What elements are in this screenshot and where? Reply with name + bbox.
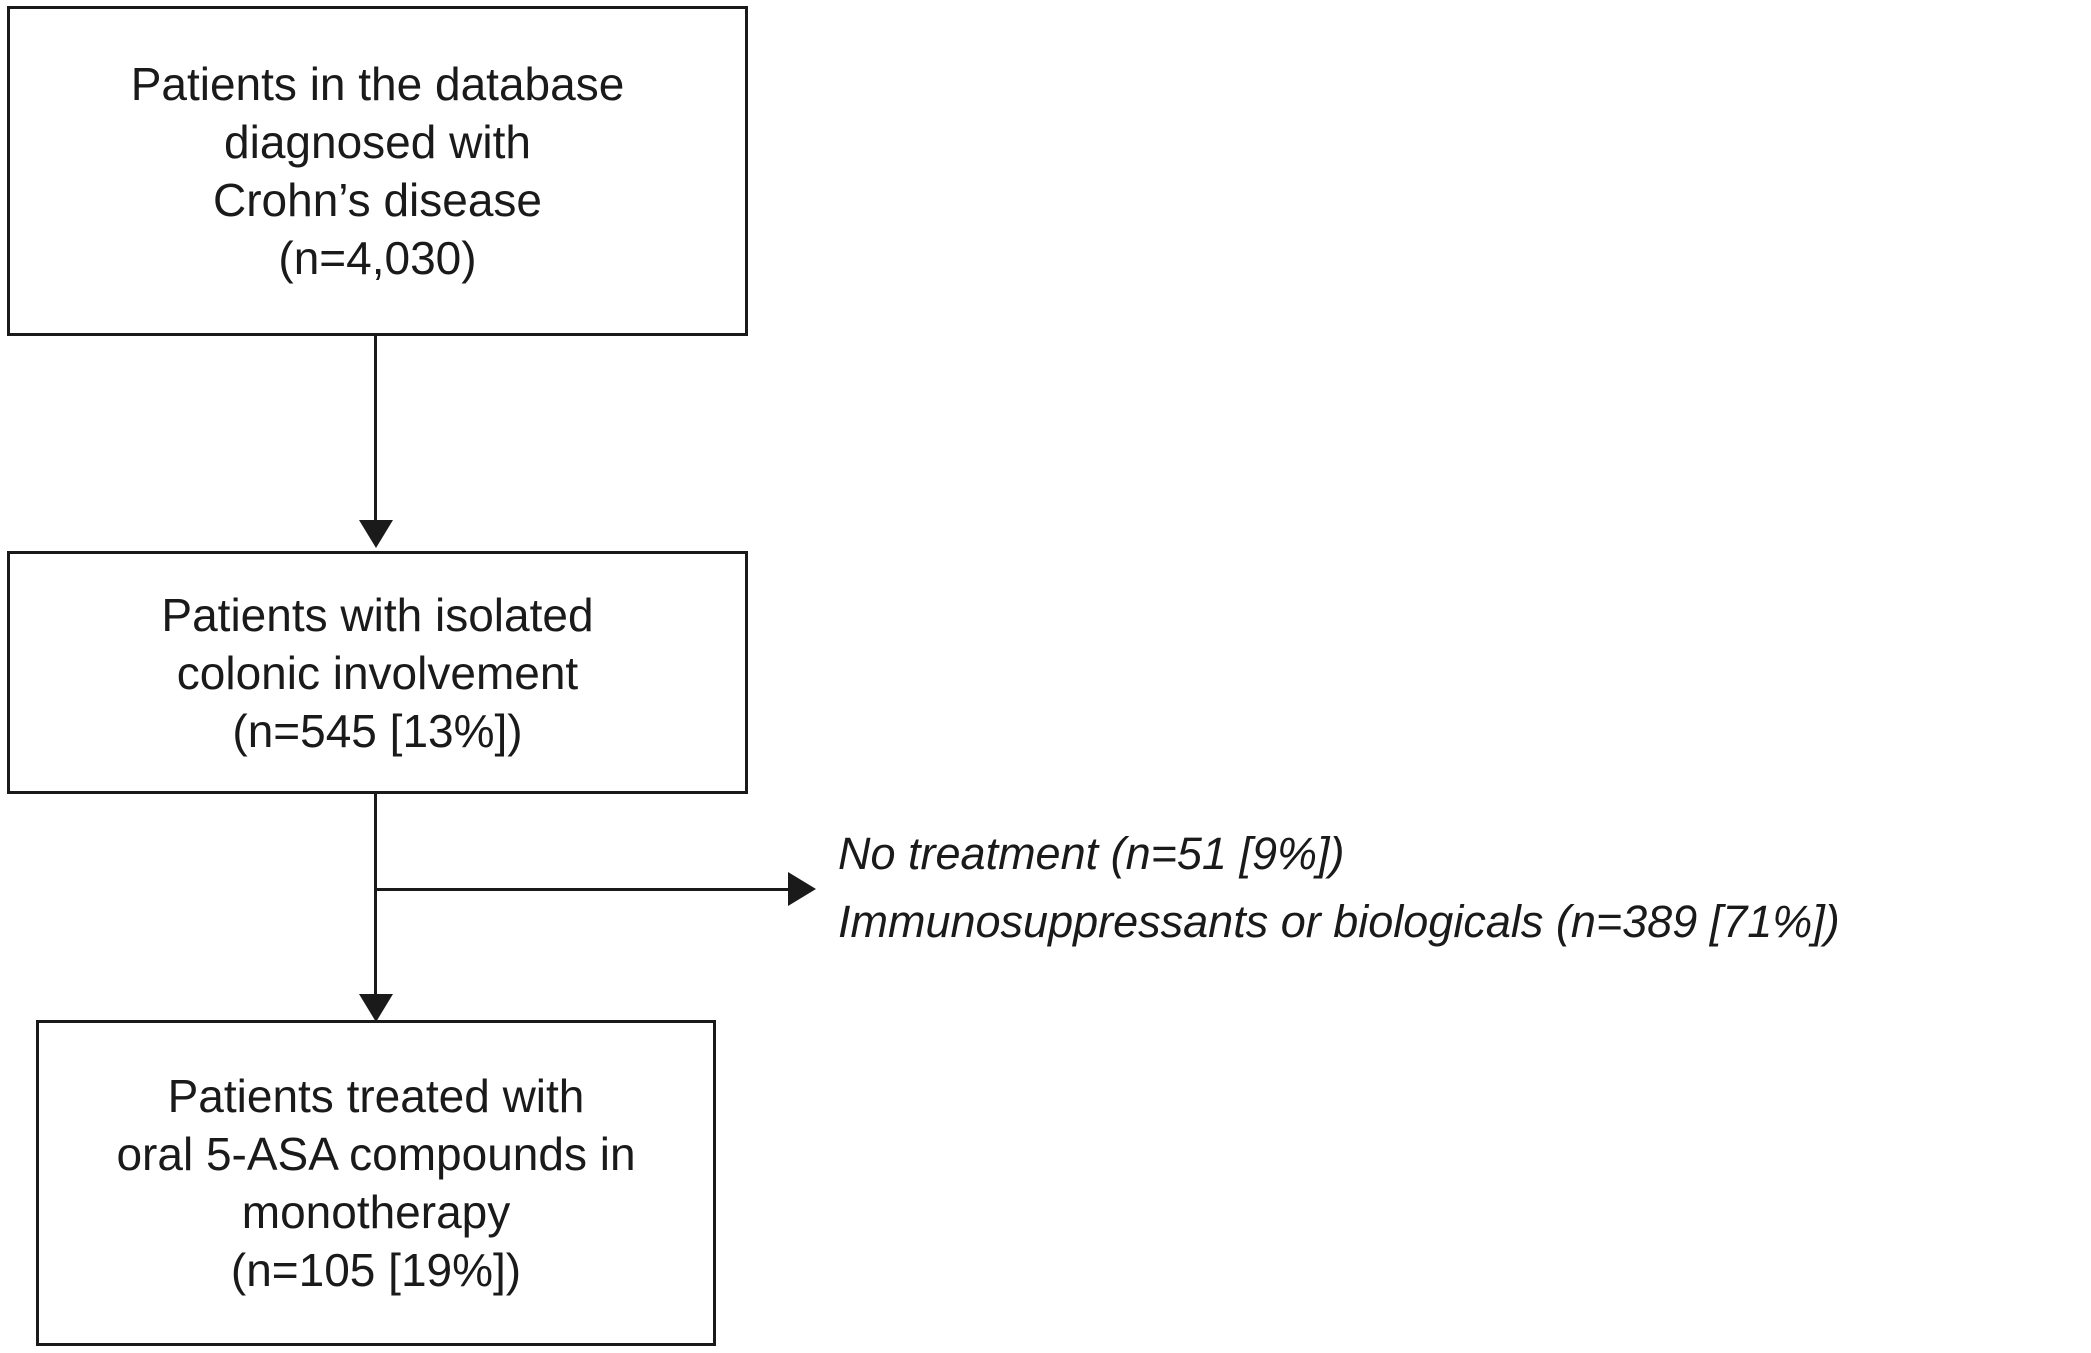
flow-node-colonic-line-2: colonic involvement: [176, 646, 579, 699]
exclusion-item-immunosuppressants-or-biologicals: Immunosuppressants or biologicals (n=389…: [838, 896, 1840, 947]
arrow-down-icon-cohort-to-colonic: [359, 520, 393, 548]
arrow-right-icon-colonic-to-exclusions: [788, 872, 816, 906]
flow-node-cohort-line-2: diagnosed with: [224, 116, 531, 168]
connector-cohort-to-colonic-line: [374, 336, 377, 522]
flow-node-monotherapy: Patients treated with oral 5-ASA compoun…: [36, 1020, 716, 1346]
exclusion-annotation-group: No treatment (n=51 [9%]) Immunosuppressa…: [838, 820, 2091, 956]
arrow-down-icon-colonic-to-monotherapy: [359, 994, 393, 1022]
flow-node-monotherapy-line-2: oral 5-ASA compounds in: [116, 1128, 636, 1180]
flow-node-colonic: Patients with isolated colonic involveme…: [7, 551, 748, 794]
flow-node-colonic-count: (n=545 [13%]): [232, 704, 523, 757]
connector-colonic-to-exclusions-line: [376, 888, 790, 891]
exclusion-item-no-treatment: No treatment (n=51 [9%]): [838, 828, 1345, 879]
flow-node-colonic-line-1: Patients with isolated: [161, 588, 594, 641]
connector-colonic-to-monotherapy-line: [374, 794, 377, 996]
flow-node-cohort-count: (n=4,030): [278, 232, 477, 284]
flow-node-cohort-line-1: Patients in the database: [130, 58, 625, 110]
flow-node-cohort: Patients in the database diagnosed with …: [7, 6, 748, 336]
flow-node-cohort-line-3: Crohn’s disease: [212, 174, 542, 226]
flow-node-monotherapy-count: (n=105 [19%]): [230, 1244, 522, 1296]
flow-node-monotherapy-line-3: monotherapy: [241, 1186, 511, 1238]
flow-node-monotherapy-line-1: Patients treated with: [167, 1070, 585, 1122]
